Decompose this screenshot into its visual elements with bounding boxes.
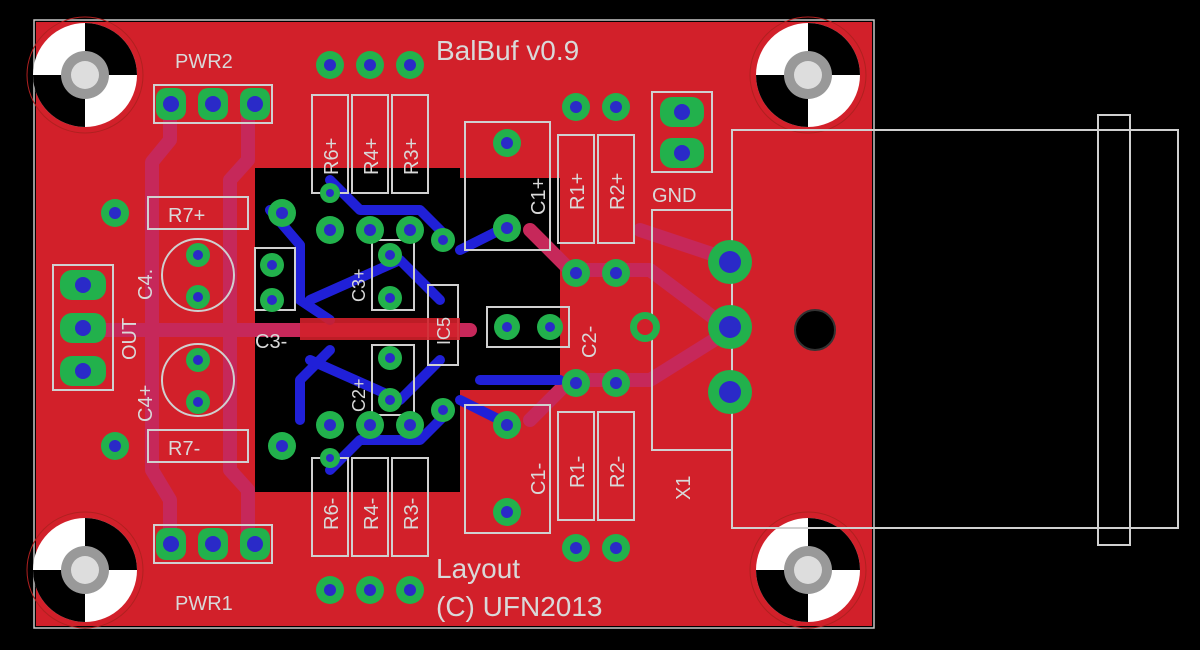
label-out: OUT xyxy=(119,318,141,360)
label-r1m: R1- xyxy=(567,456,589,488)
credit-line1: Layout xyxy=(436,553,520,584)
mounting-hole-top-left xyxy=(26,16,144,134)
label-c2p: C2+ xyxy=(349,378,369,412)
label-c2m: C2- xyxy=(579,326,601,358)
label-pwr2: PWR2 xyxy=(175,51,233,73)
label-c1p: C1+ xyxy=(528,178,550,215)
label-r1p: R1+ xyxy=(567,173,589,210)
label-pwr1: PWR1 xyxy=(175,593,233,615)
board-title: BalBuf v0.9 xyxy=(436,35,579,66)
pads xyxy=(60,51,752,604)
label-x1: X1 xyxy=(673,476,695,500)
label-c1m: C1- xyxy=(528,463,550,495)
credit-line2: (C) UFN2013 xyxy=(436,591,602,622)
label-r3p: R3+ xyxy=(401,138,423,175)
mounting-hole-bottom-right xyxy=(749,511,867,629)
connector-mount-hole xyxy=(794,309,836,351)
label-gnd: GND xyxy=(652,185,696,207)
label-ic5: IC5 xyxy=(434,317,454,345)
label-r2m: R2- xyxy=(607,456,629,488)
label-c4p: C4+ xyxy=(135,385,157,422)
silk-labels: BalBuf v0.9 Layout (C) UFN2013 PWR2 PWR1… xyxy=(119,35,696,622)
label-r2p: R2+ xyxy=(607,173,629,210)
label-c4-top: C4. xyxy=(135,269,157,300)
label-r3m: R3- xyxy=(401,498,423,530)
ic-strip xyxy=(300,318,460,340)
label-r7m: R7- xyxy=(168,438,200,460)
label-c3p: C3+ xyxy=(349,268,369,302)
mounting-hole-bottom-left xyxy=(26,511,144,629)
label-r4m: R4- xyxy=(361,498,383,530)
mounting-hole-top-right xyxy=(749,16,867,134)
label-c3m: C3- xyxy=(255,331,287,353)
label-r7p: R7+ xyxy=(168,205,205,227)
label-r6m: R6- xyxy=(321,498,343,530)
label-r4p: R4+ xyxy=(361,138,383,175)
board-outline xyxy=(33,19,875,629)
label-r6p: R6+ xyxy=(321,138,343,175)
silk-outlines xyxy=(52,84,713,564)
